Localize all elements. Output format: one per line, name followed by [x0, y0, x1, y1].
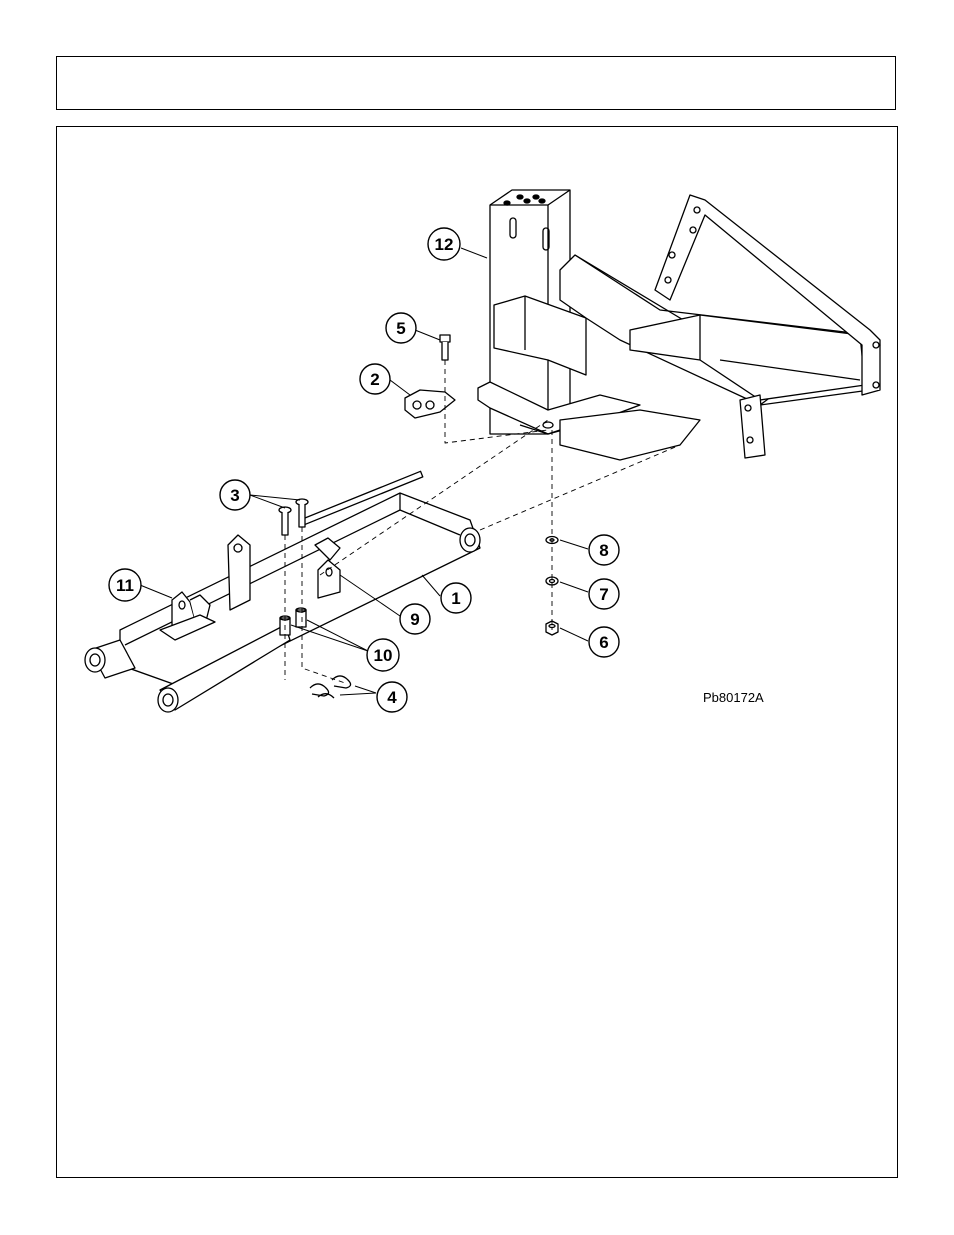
- callout-5-label: 5: [396, 319, 405, 338]
- drawing-number: Pb80172A: [703, 690, 764, 705]
- callout-7-label: 7: [599, 585, 608, 604]
- part-5-bolt: [440, 335, 450, 360]
- callout-9-label: 9: [410, 610, 419, 629]
- part-12-mainframe: [478, 190, 880, 460]
- part-3-pins: [279, 499, 308, 535]
- part-2-bracket: [405, 390, 455, 418]
- callout-2-label: 2: [370, 370, 379, 389]
- callout-10-label: 10: [374, 646, 393, 665]
- callout-11-label: 11: [116, 576, 134, 595]
- callout-12-label: 12: [435, 235, 454, 254]
- callout-8-label: 8: [599, 541, 608, 560]
- callout-4-label: 4: [387, 688, 397, 707]
- callout-1-label: 1: [451, 589, 460, 608]
- callout-6-label: 6: [599, 633, 608, 652]
- callout-3-label: 3: [230, 486, 239, 505]
